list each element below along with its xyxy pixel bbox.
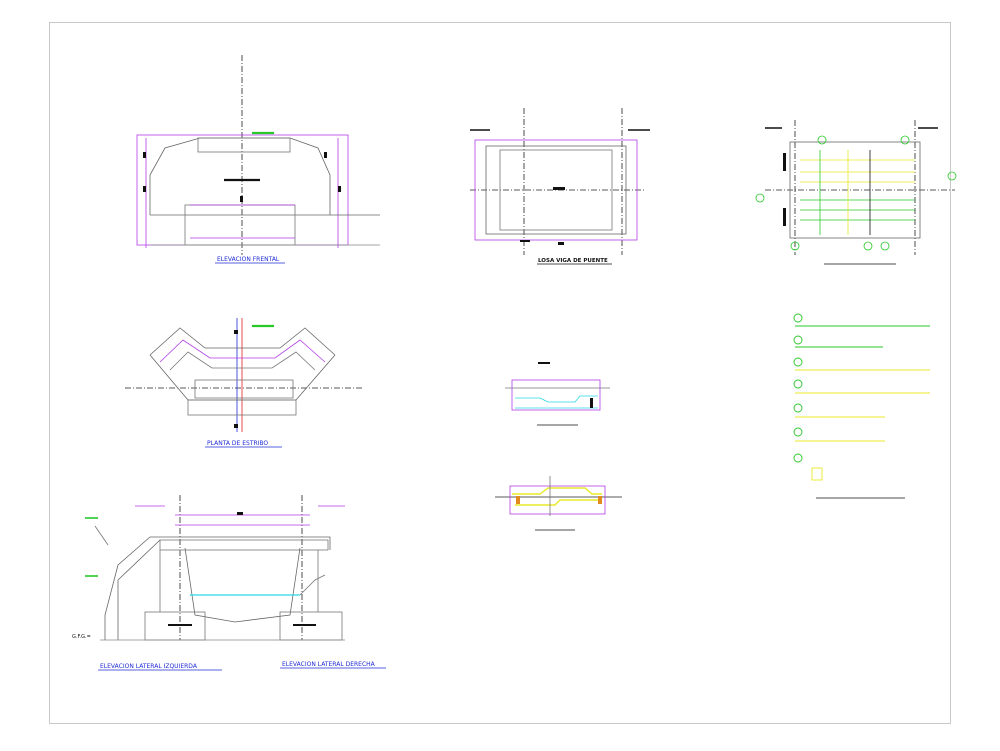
title-right-elevation: ELEVACION LATERAL DERECHA	[282, 661, 376, 668]
slab-plan-view	[470, 108, 650, 255]
ground-level-label: G.F.G.=	[72, 634, 91, 640]
drawing-sheet-frame	[49, 22, 951, 724]
title-front-elevation: ELEVACION FRENTAL	[217, 256, 280, 263]
title-slab-plan: LOSA VIGA DE PUENTE	[538, 258, 608, 264]
lateral-elevations-view	[85, 495, 345, 641]
rebar-detail-view	[755, 120, 957, 255]
front-elevation-view	[136, 55, 380, 255]
section-detail-1	[505, 362, 610, 411]
section-detail-2	[495, 476, 622, 516]
title-left-elevation: ELEVACION LATERAL IZQUIERDA	[100, 663, 198, 670]
abutment-plan-view	[125, 318, 362, 432]
title-plan-view: PLANTA DE ESTRIBO	[207, 440, 268, 447]
bar-schedule	[793, 313, 930, 481]
